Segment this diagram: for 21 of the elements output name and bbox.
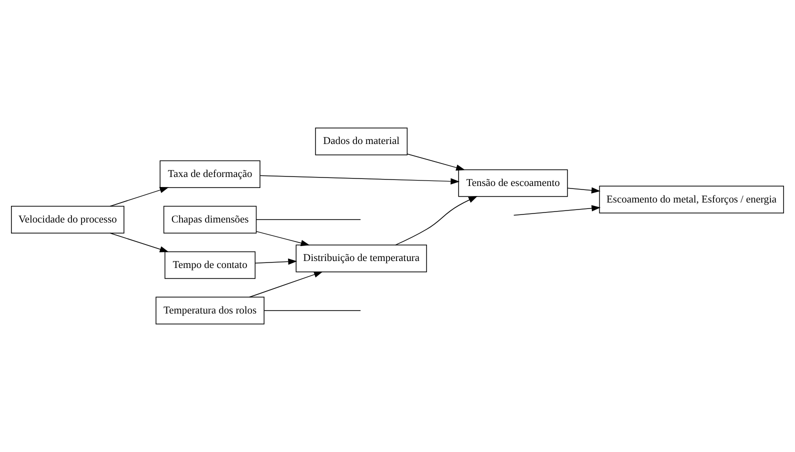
node-box: Distribuição de temperatura [296, 244, 427, 272]
node-box: Velocidade do processo [11, 206, 124, 234]
node-box: Dados do material [315, 128, 408, 156]
connector [256, 219, 361, 220]
node-box: Escoamento do metal, Esforços / energia [599, 186, 784, 214]
arrow [260, 175, 460, 184]
arrow [256, 231, 310, 246]
node-box: Temperatura dos rolos [156, 296, 264, 324]
node-box: Tensão de escoamento [458, 169, 568, 197]
arrow [110, 232, 169, 252]
arrow [248, 272, 323, 298]
arrow [254, 258, 298, 265]
connector [264, 310, 361, 311]
arrow [395, 196, 478, 246]
arrow [110, 187, 169, 207]
node-box: Tempo de contato [164, 251, 256, 279]
arrow [406, 154, 466, 171]
node-box: Taxa de deformação [160, 160, 260, 188]
node-box: Chapas dimensões [163, 206, 257, 234]
arrow [567, 187, 600, 194]
arrow [513, 205, 601, 216]
